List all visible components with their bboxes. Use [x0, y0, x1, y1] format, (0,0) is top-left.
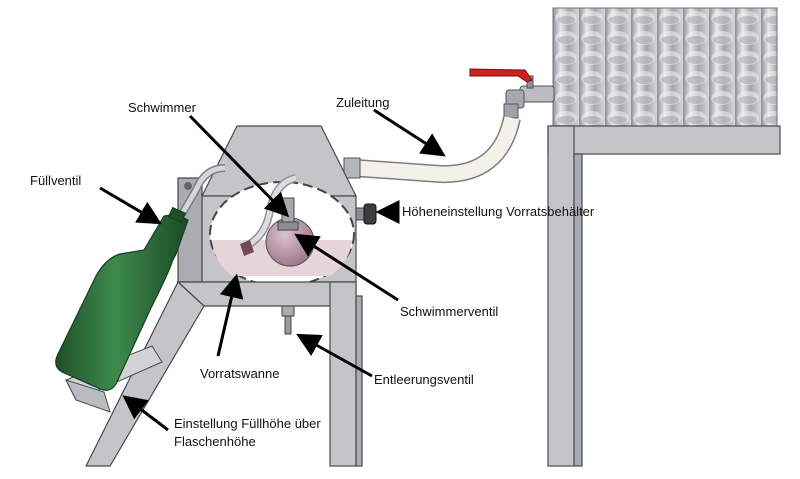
- label-schwimmer: Schwimmer: [128, 100, 197, 115]
- fill-tube: [178, 164, 226, 217]
- label-vorratswanne: Vorratswanne: [200, 366, 280, 381]
- tank-tap: [469, 68, 555, 119]
- label-zuleitung: Zuleitung: [336, 95, 389, 110]
- storage-tank: [552, 7, 778, 127]
- arrow-schwimmer: [188, 114, 290, 218]
- label-schwimmerventil: Schwimmerventil: [400, 304, 498, 319]
- tank-stand: [547, 125, 781, 467]
- arrow-fuellventil: [99, 186, 162, 225]
- arrow-entleerungsventil: [296, 333, 373, 378]
- arrow-vorratswanne: [216, 273, 244, 357]
- arrow-einstellung: [122, 395, 169, 432]
- wine-bottle: [55, 206, 189, 391]
- label-einstellung-line2: Flaschenhöhe: [174, 434, 256, 449]
- arrows: [99, 108, 446, 432]
- label-hoeheneinstellung: Höheneinstellung Vorratsbehälter: [402, 204, 595, 219]
- label-einstellung-line1: Einstellung Füllhöhe über: [174, 416, 321, 431]
- label-entleerungsventil: Entleerungsventil: [374, 372, 474, 387]
- labels: Schwimmer Zuleitung Füllventil Höheneins…: [30, 95, 595, 449]
- supply-hose: [343, 115, 521, 184]
- label-fuellventil: Füllventil: [30, 173, 81, 188]
- tap-handle-icon: [469, 68, 533, 83]
- arrow-schwimmerventil: [294, 233, 399, 302]
- arrow-zuleitung: [373, 108, 446, 157]
